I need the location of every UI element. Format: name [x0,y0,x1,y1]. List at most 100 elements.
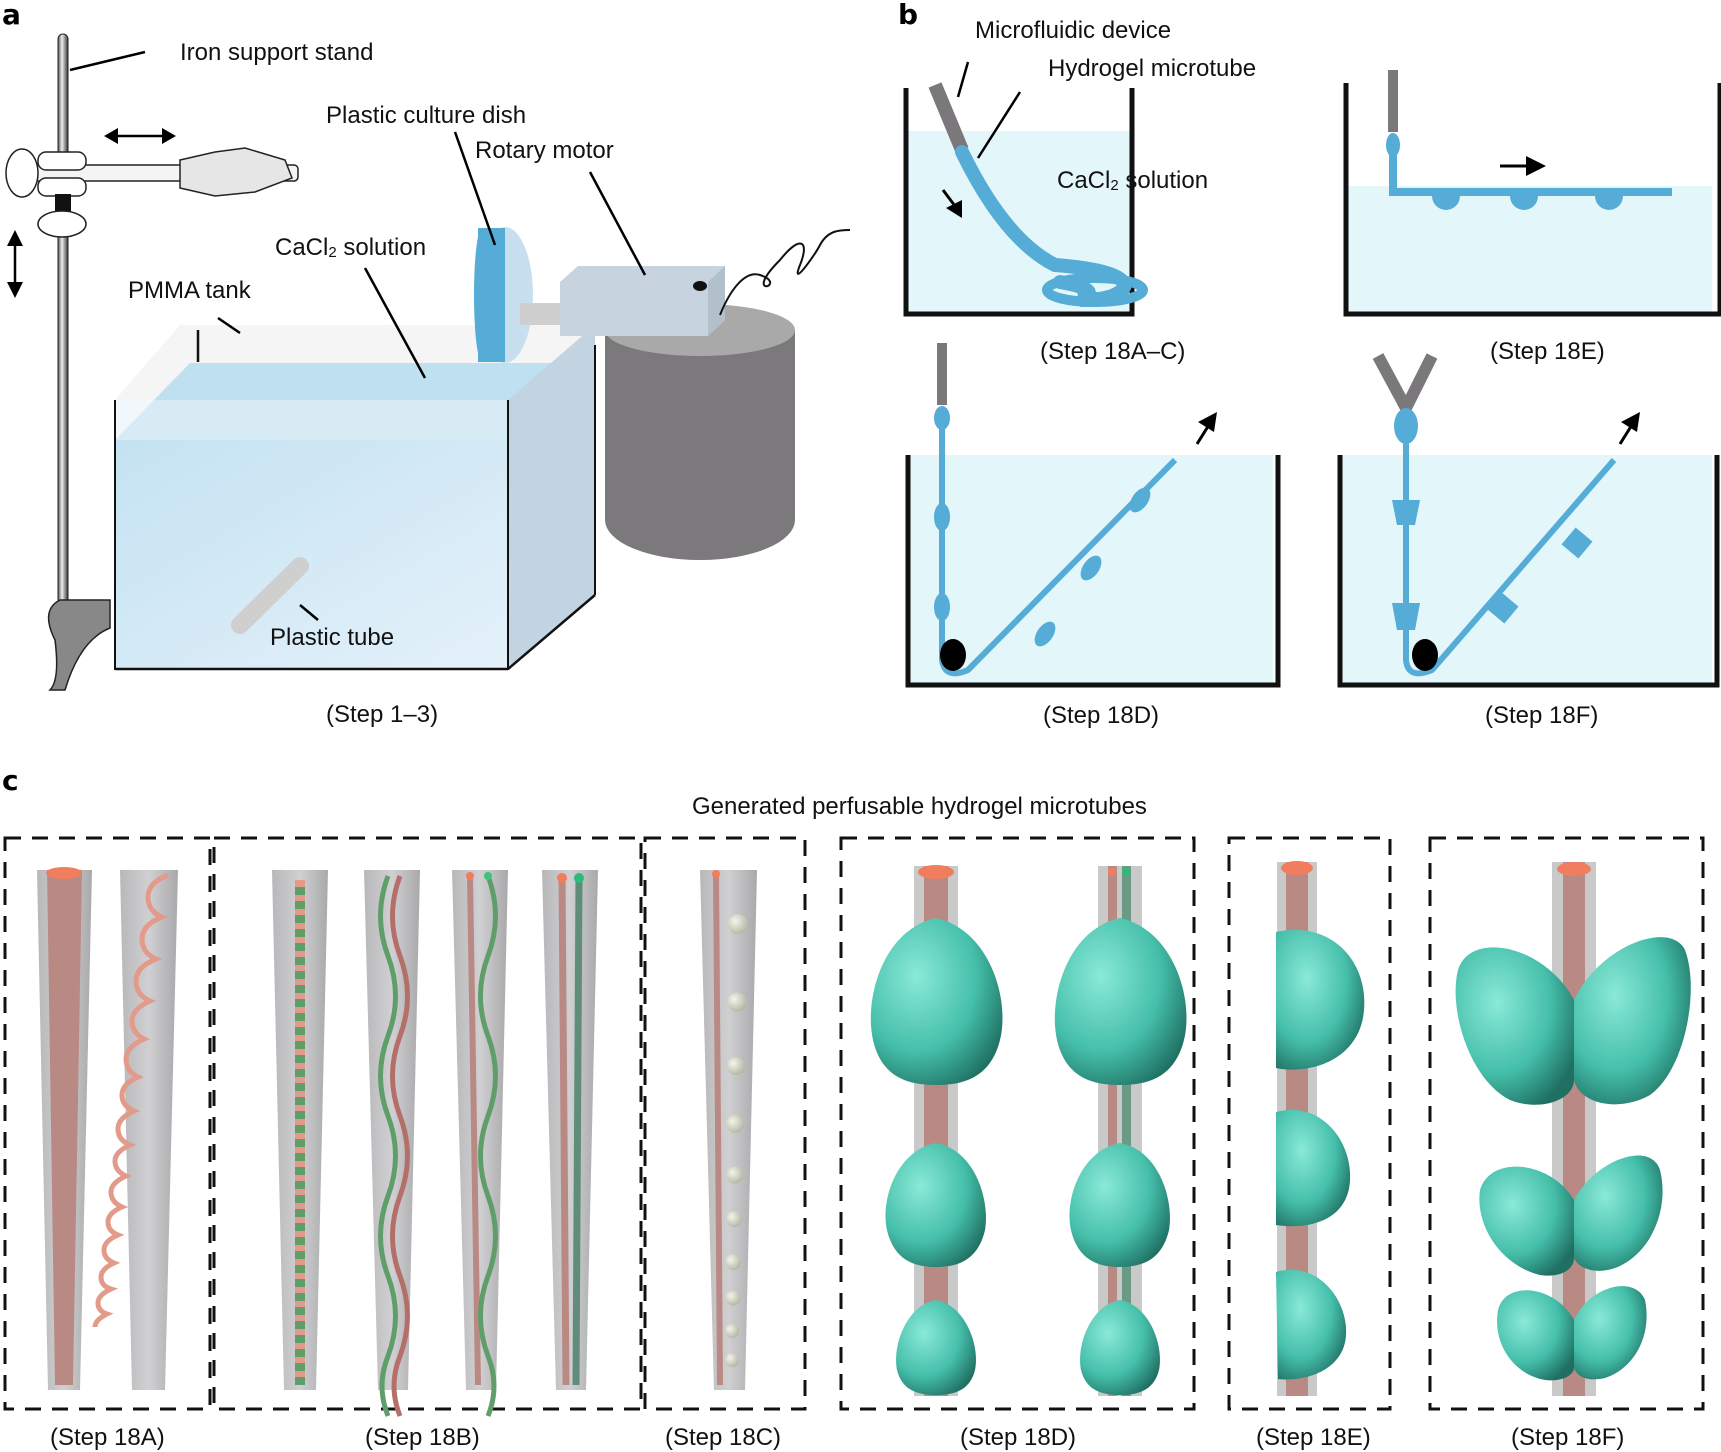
y-junction-device-shape [1372,353,1438,422]
label-microfluidic-device: Microfluidic device [975,17,1171,44]
microtube-helical-core [92,870,178,1390]
tank-front [115,440,508,668]
label-plastic-culture-dish: Plastic culture dish [326,102,526,129]
beaker-water [1340,455,1712,683]
beaker-step-18d [905,343,1281,688]
microtube-straight-core [37,867,92,1390]
tube-leader-line [299,604,319,621]
caption-step-18e: (Step 18E) [1490,338,1605,365]
group-box-step-18e [1227,836,1392,1411]
microtube-leader-line [976,91,1022,159]
beaker-outline [903,88,1135,317]
tank-upper-band [115,400,508,440]
clamp-boss-bottom [37,177,87,197]
horizontal-double-arrow-icon [104,128,176,144]
up-right-arrow-icon [1195,412,1217,445]
caption-step-18d: (Step 18D) [960,1424,1076,1451]
motor-shaft [520,303,560,325]
label-plastic-tube: Plastic tube [270,624,394,651]
panel-a: a Iron support stand [2,0,851,728]
rotary-motor [520,229,851,560]
microtube-wavy-double [364,870,420,1417]
stand-rod [57,33,69,685]
droplet [1129,487,1151,513]
group-box-step-18d [839,836,1196,1411]
motor-power-dot [693,281,707,291]
label-hydrogel-microtube: Hydrogel microtube [1048,55,1256,82]
motor-box-side [708,266,725,336]
plastic-culture-dish [474,227,533,363]
beaker-step-18e [1343,70,1721,317]
tank-side [508,325,595,668]
stand-leader-line [69,50,146,72]
motor-leader-line [588,171,647,276]
panel-c: c Generated perfusable hydrogel microtub… [2,764,1705,1451]
janus-particle [1392,603,1420,630]
caption-step-18e: (Step 18E) [1256,1424,1371,1451]
dish-leader-line [453,131,497,246]
motor-cable [719,229,851,316]
janus-particle [1487,592,1519,624]
tank-edge-diag [507,594,596,670]
droplet [934,593,950,621]
droplet [934,503,950,531]
hydrogel-microtube-line [1403,440,1617,677]
droplet [934,406,950,430]
hydrogel-microtube-line [1389,155,1672,196]
caption-step-18a-c: (Step 18A–C) [1040,338,1185,365]
label-rotary-motor: Rotary motor [475,137,614,164]
up-right-arrow-icon [1618,412,1640,445]
droplet [1034,621,1056,647]
caption-step-18c: (Step 18C) [665,1424,781,1451]
label-pmma-tank: PMMA tank [128,277,252,304]
tank-leader-line [217,316,241,335]
down-arrow-icon [941,189,962,218]
clamp-jaw [179,147,293,197]
boss-dark [55,194,71,214]
droplet [1080,555,1102,581]
microtube-janus-lobes [1455,862,1691,1396]
microtube-hemispheres [1276,861,1365,1396]
hemisphere [1510,196,1538,210]
caption-step-18f: (Step 18F) [1511,1424,1624,1451]
beaker-outline [905,455,1281,688]
panel-c-letter: c [2,764,19,797]
dish-front [474,228,490,362]
caption-step-1-3: (Step 1–3) [326,701,438,728]
label-cacl2-solution-a: CaCl2 solution [275,234,426,261]
microtube-spindle-knots-single [870,865,1003,1396]
panel-a-letter: a [2,0,21,31]
clamp-boss-top [37,151,87,171]
clamp-knob [5,148,39,198]
panel-c-title: Generated perfusable hydrogel microtubes [692,793,1147,820]
beaker-water [906,131,1132,314]
beaker-outline [1343,83,1721,317]
boss-knob [37,210,87,238]
hemisphere [1595,196,1623,210]
group-box-step-18c [643,836,807,1411]
microtube-with-beads [700,870,757,1390]
hemisphere [1432,196,1460,210]
droplet [1386,133,1400,157]
microtube-spindle-knots-dual [1054,866,1187,1396]
device-leader-line [956,61,970,98]
plastic-tube-shape [231,557,309,634]
caption-step-18d: (Step 18D) [1043,702,1159,729]
microtube-straight-plus-wavy [452,870,508,1417]
caption-step-18a: (Step 18A) [50,1424,165,1451]
caption-step-18f: (Step 18F) [1485,702,1598,729]
rod [940,639,966,671]
label-iron-support-stand: Iron support stand [180,39,373,66]
motor-box [560,266,725,336]
motor-stand-body [605,330,795,520]
iron-support-stand [5,33,299,691]
right-arrow-icon [1500,156,1546,176]
janus-particle [1561,527,1593,559]
beaker-outline [1337,455,1720,688]
panel-b-letter: b [898,0,918,31]
rod [1412,639,1438,671]
group-box-step-18f [1428,836,1705,1411]
vertical-double-arrow-icon [7,230,23,298]
cacl2-leader-line [363,267,427,379]
